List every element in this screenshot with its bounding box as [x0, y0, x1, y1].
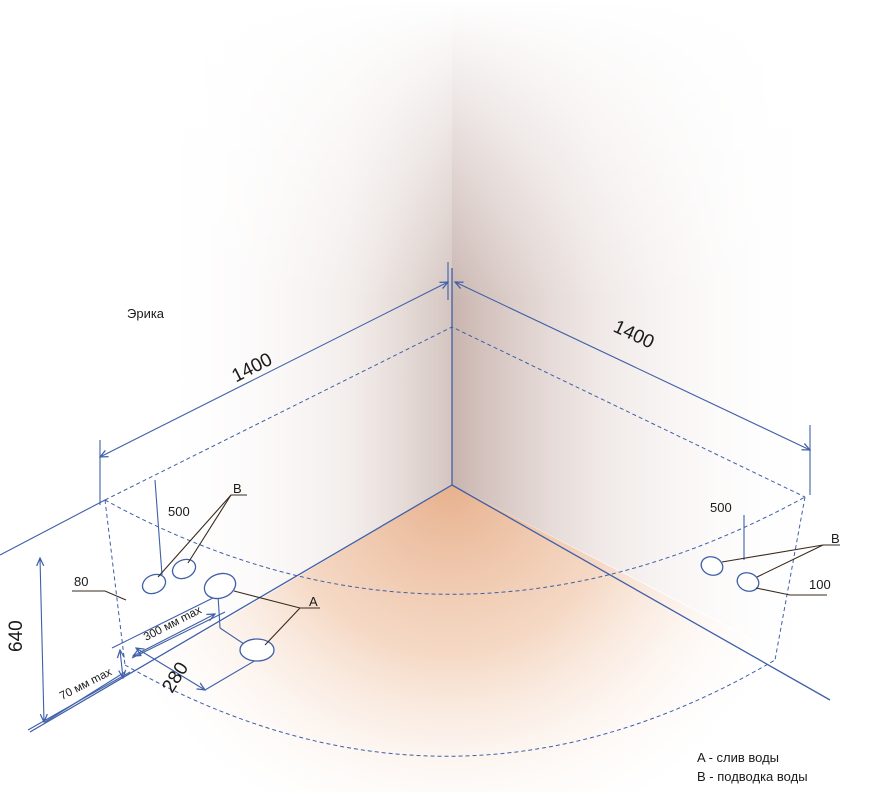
right-100-label: 100	[809, 577, 831, 592]
right-inlets	[700, 556, 760, 592]
dim-70-ext	[44, 671, 126, 723]
right-inlet-1	[700, 556, 724, 576]
dim-70	[120, 650, 123, 678]
dim-280-ext	[204, 659, 257, 691]
dim-depth-ext-top	[0, 499, 106, 556]
legend-b: B - подводка воды	[697, 769, 808, 784]
leader-b-left-b	[187, 494, 232, 564]
leader-a-lower	[264, 607, 301, 646]
left-80-label: 80	[74, 574, 88, 589]
dim-depth-640	[40, 558, 44, 722]
drain-lower	[239, 638, 275, 662]
drain-guide-1	[217, 594, 221, 629]
leader-100	[755, 587, 827, 596]
leader-b-right-b	[756, 544, 824, 578]
marker-b-left: B	[233, 481, 242, 496]
legend-a: A - слив воды	[697, 750, 779, 765]
right-500-label: 500	[710, 500, 732, 515]
marker-a: A	[309, 594, 318, 609]
model-name: Эрика	[127, 306, 165, 321]
dim-left-1400	[100, 282, 448, 457]
right-inlet-2	[736, 572, 760, 592]
dim-left-500-vert	[154, 479, 163, 576]
leader-80	[72, 590, 127, 601]
legend: A - слив воды B - подводка воды	[697, 750, 808, 784]
tray-arc-upper	[104, 496, 806, 595]
drain-upper	[203, 572, 237, 600]
tray-arc-lower	[124, 659, 776, 757]
dim-280	[136, 648, 205, 690]
dim-right-1400	[455, 282, 810, 450]
wall-top-fade	[0, 0, 892, 300]
left-inlet-1	[141, 573, 167, 595]
floor-edge-left	[29, 484, 453, 733]
marker-b-right: B	[831, 531, 840, 546]
dimension-lines	[0, 262, 810, 731]
floor	[0, 485, 892, 792]
dim-depth-640-label: 640	[6, 620, 27, 652]
left-500-label: 500	[168, 504, 190, 519]
leader-lines	[72, 494, 840, 646]
left-inlet-2	[171, 558, 197, 580]
left-inlets	[141, 558, 197, 595]
